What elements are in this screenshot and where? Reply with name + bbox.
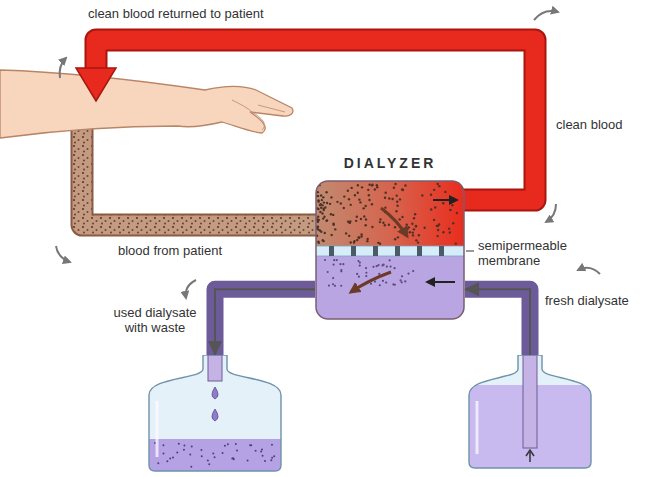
tube-fill	[215, 289, 315, 355]
flow-arrow	[186, 280, 196, 298]
tube-label: clean blood	[556, 117, 651, 132]
bottle-drawing	[465, 355, 595, 470]
tube-label: blood from patient	[118, 243, 268, 258]
dialyzer-box: DIALYZER	[315, 180, 465, 320]
fresh-dialysate-bottle: fresh dialysate	[465, 355, 595, 470]
return-arrowhead	[76, 68, 116, 101]
tube-outline	[465, 289, 530, 355]
tube-label: clean blood returned to patient	[88, 6, 348, 21]
tube-fill	[465, 289, 530, 355]
bottle-outline	[469, 355, 591, 468]
bottle-label: used dialysate with waste	[107, 305, 203, 335]
membrane-pores	[329, 246, 444, 256]
tube-arrow-path	[465, 289, 530, 355]
bottle-outline	[149, 355, 281, 471]
waste-particles	[316, 182, 458, 287]
blood-chamber	[316, 181, 464, 248]
dialysate-tube	[215, 289, 315, 355]
flow-arrow	[60, 58, 66, 78]
waste-drops	[208, 355, 222, 421]
dialysate-liquid	[145, 439, 285, 473]
flow-arrows	[351, 200, 457, 292]
flow-arrow	[56, 246, 70, 262]
bottle-drawing	[145, 355, 285, 473]
bottle-label: fresh dialysate	[545, 293, 645, 308]
tube-outline	[215, 289, 315, 355]
patient-arm	[0, 70, 293, 138]
part-label: semipermeable membrane	[478, 238, 598, 268]
used-dialysate-bottle: used dialysate with waste	[145, 355, 285, 473]
dialyzer-heading: DIALYZER	[315, 156, 465, 171]
dialyzer-housing	[316, 181, 464, 319]
semipermeable-membrane	[316, 246, 464, 256]
membrane-leader	[466, 251, 474, 252]
tube-arrow-path	[215, 289, 315, 355]
intake-tube	[523, 355, 537, 462]
dialysate-tube	[465, 289, 530, 355]
flow-arrow	[546, 204, 556, 222]
dialyzer-drawing	[315, 180, 465, 320]
dialysate-chamber	[316, 256, 464, 319]
flow-arrow	[534, 11, 558, 20]
waste-particles	[154, 442, 275, 468]
flow-arrow	[578, 268, 600, 274]
hand-lines	[232, 100, 285, 130]
